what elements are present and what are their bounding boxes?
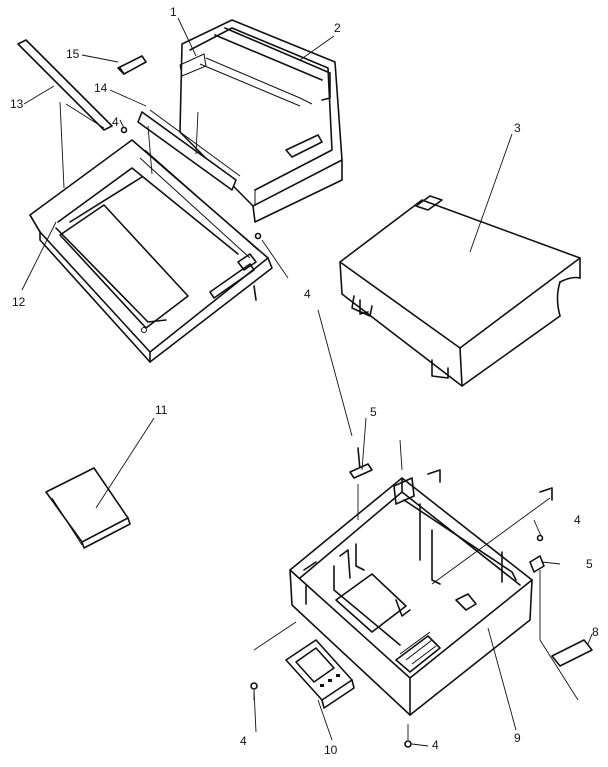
callout-4-center: 4: [304, 287, 311, 301]
part-15-clip: [117, 55, 147, 75]
part-5-tab-right: [529, 555, 545, 573]
callout-11: 11: [155, 403, 168, 417]
part-10-control-panel: [285, 639, 355, 709]
callout-4-upper-left: 4: [112, 115, 119, 129]
callout-4-bottom: 4: [432, 738, 439, 752]
assembly-guide-lines: [59, 101, 579, 740]
callout-15: 15: [66, 47, 80, 61]
callout-14: 14: [94, 81, 108, 95]
callout-12: 12: [12, 295, 26, 309]
part-3-right-cover: [339, 195, 581, 387]
callout-4-right: 4: [574, 513, 581, 527]
part-2-rear-lid: [179, 19, 343, 223]
callout-4-lower-left: 4: [240, 734, 247, 748]
callout-9: 9: [514, 731, 521, 745]
part-12-top-cover: [29, 139, 273, 363]
callout-3: 3: [514, 121, 521, 135]
callout-5-upper: 5: [370, 405, 377, 419]
part-9-base: [289, 469, 553, 716]
part-14-strip: [137, 109, 241, 191]
callout-1: 1: [170, 5, 177, 19]
callout-13: 13: [10, 97, 24, 111]
callout-leaders: [21, 17, 593, 747]
callout-8: 8: [592, 625, 599, 639]
callout-5-right: 5: [586, 557, 593, 571]
part-13-bar: [17, 39, 113, 131]
part-8-bar: [551, 639, 593, 667]
part-5-tab-upper: [349, 447, 373, 479]
part-4-screws: [120, 126, 544, 748]
part-11-manual: [45, 467, 131, 549]
callout-10: 10: [324, 743, 338, 757]
callout-2: 2: [334, 21, 341, 35]
callout-labels: 1 2 3 4 4 4 4 4 5 5 8 9 10 11 12 13 14 1…: [10, 5, 599, 757]
